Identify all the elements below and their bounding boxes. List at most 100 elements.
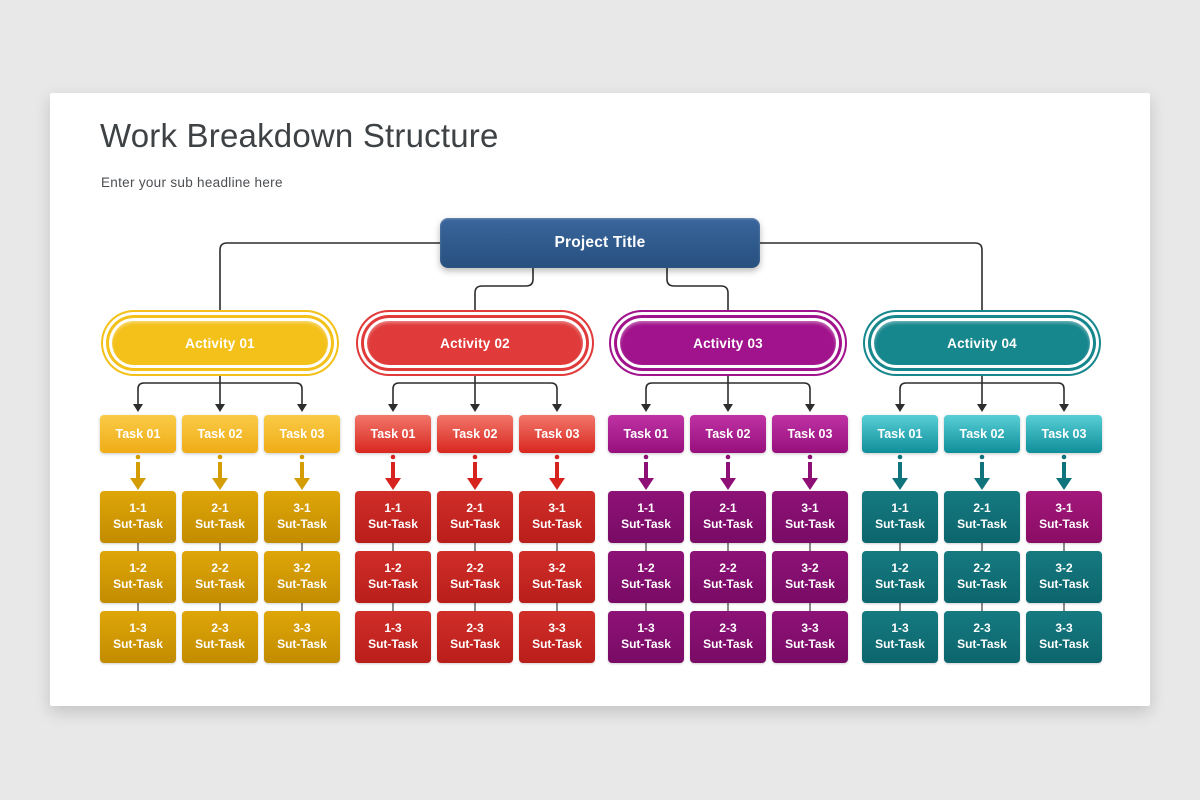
subtask-code: 3-3 <box>548 621 566 636</box>
task-label: Task 01 <box>623 427 669 441</box>
subtask-label: Sut-Task <box>195 517 245 531</box>
subtask-label: Sut-Task <box>703 577 753 591</box>
connector <box>760 242 983 315</box>
task-box: Task 02 <box>944 415 1020 453</box>
subtask-code: 2-2 <box>466 561 484 576</box>
subtask-code: 2-1 <box>211 501 229 516</box>
subtask-label: Sut-Task <box>875 637 925 651</box>
subtask-label: Sut-Task <box>1039 517 1089 531</box>
page-subtitle: Enter your sub headline here <box>101 175 283 190</box>
task-box: Task 03 <box>1026 415 1102 453</box>
activity-pill: Activity 03 <box>620 321 836 365</box>
subtask-label: Sut-Task <box>957 637 1007 651</box>
activity-label: Activity 02 <box>440 335 510 351</box>
task-label: Task 02 <box>197 427 243 441</box>
subtask-label: Sut-Task <box>532 637 582 651</box>
task-label: Task 03 <box>279 427 325 441</box>
subtask-code: 3-2 <box>293 561 311 576</box>
subtask-code: 2-1 <box>466 501 484 516</box>
task-label: Task 02 <box>705 427 751 441</box>
subtask-code: 2-1 <box>719 501 737 516</box>
subtask-code: 3-2 <box>1055 561 1073 576</box>
connector <box>666 268 729 315</box>
task-row: Task 01 Task 02 Task 03 <box>100 415 340 453</box>
subtask-label: Sut-Task <box>621 577 671 591</box>
subtask-label: Sut-Task <box>703 637 753 651</box>
task-box: Task 01 <box>100 415 176 453</box>
subtask-code: 3-2 <box>801 561 819 576</box>
subtask-label: Sut-Task <box>368 637 418 651</box>
task-row: Task 01 Task 02 Task 03 <box>608 415 848 453</box>
task-box: Task 02 <box>690 415 766 453</box>
subtask-label: Sut-Task <box>875 517 925 531</box>
subtask-label: Sut-Task <box>957 577 1007 591</box>
activity-label: Activity 04 <box>947 335 1017 351</box>
activity-pill: Activity 04 <box>874 321 1090 365</box>
subtask-label: Sut-Task <box>785 517 835 531</box>
subtask-label: Sut-Task <box>875 577 925 591</box>
subtask-label: Sut-Task <box>113 637 163 651</box>
subtask-label: Sut-Task <box>195 637 245 651</box>
subtask-code: 1-2 <box>384 561 402 576</box>
subtask-label: Sut-Task <box>957 517 1007 531</box>
subtask-label: Sut-Task <box>277 577 327 591</box>
task-label: Task 03 <box>1041 427 1087 441</box>
subtask-code: 3-3 <box>801 621 819 636</box>
subtask-label: Sut-Task <box>195 577 245 591</box>
connector <box>474 268 534 315</box>
subtask-label: Sut-Task <box>450 577 500 591</box>
subtask-label: Sut-Task <box>277 517 327 531</box>
subtask-code: 1-3 <box>891 621 909 636</box>
task-box: Task 01 <box>355 415 431 453</box>
subtask-code: 3-1 <box>801 501 819 516</box>
subtask-code: 1-2 <box>891 561 909 576</box>
subtask-code: 1-3 <box>384 621 402 636</box>
task-row: Task 01 Task 02 Task 03 <box>862 415 1102 453</box>
subtask-label: Sut-Task <box>703 517 753 531</box>
subtask-code: 1-1 <box>891 501 909 516</box>
activity-pill: Activity 02 <box>367 321 583 365</box>
subtask-code: 2-1 <box>973 501 991 516</box>
task-box: Task 01 <box>608 415 684 453</box>
subtask-code: 3-1 <box>548 501 566 516</box>
connector <box>219 242 440 315</box>
subtask-label: Sut-Task <box>450 517 500 531</box>
subtask-code: 3-2 <box>548 561 566 576</box>
subtask-label: Sut-Task <box>113 517 163 531</box>
task-box: Task 01 <box>862 415 938 453</box>
subtask-label: Sut-Task <box>532 577 582 591</box>
subtask-label: Sut-Task <box>621 637 671 651</box>
task-label: Task 01 <box>370 427 416 441</box>
task-box: Task 02 <box>182 415 258 453</box>
subtask-label: Sut-Task <box>1039 577 1089 591</box>
task-box: Task 03 <box>772 415 848 453</box>
task-label: Task 03 <box>534 427 580 441</box>
task-box: Task 03 <box>519 415 595 453</box>
page-title: Work Breakdown Structure <box>100 117 499 154</box>
